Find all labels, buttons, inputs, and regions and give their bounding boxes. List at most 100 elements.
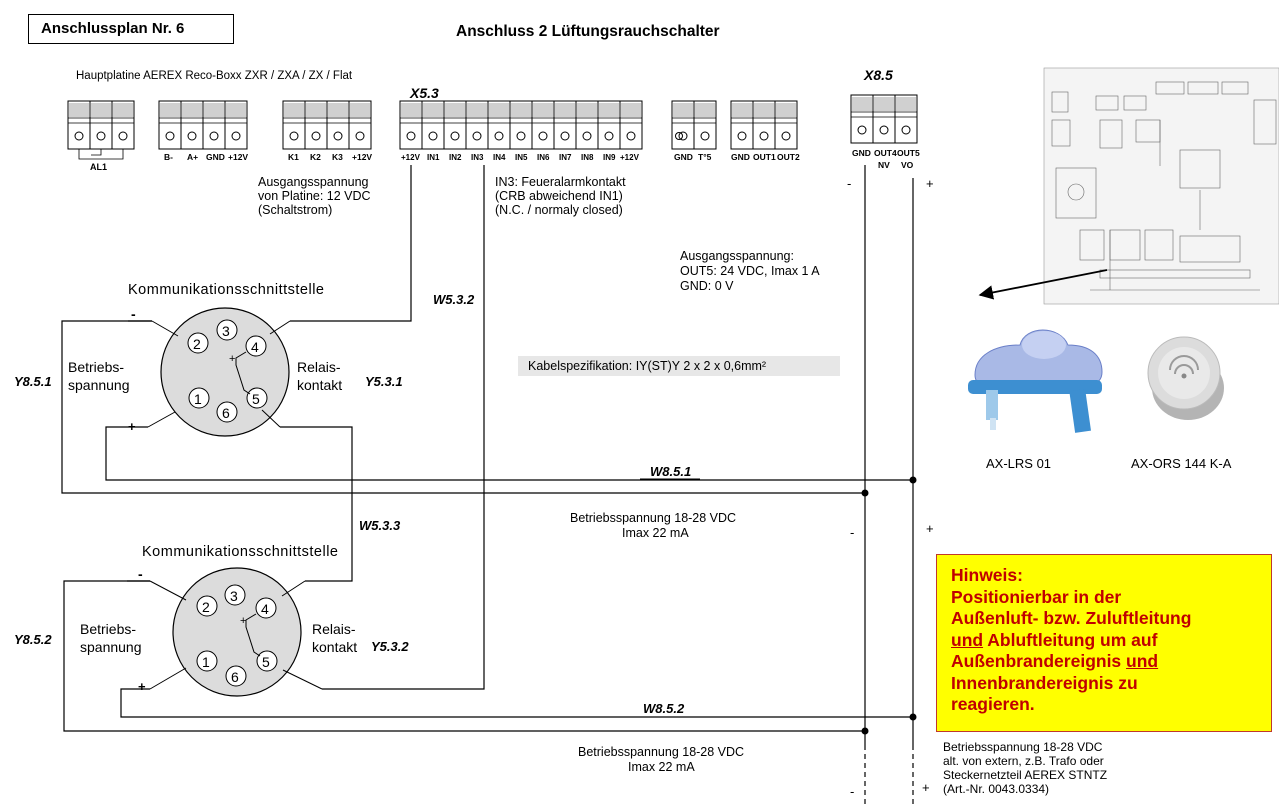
svg-text:(Art.-Nr. 0043.0334): (Art.-Nr. 0043.0334) (943, 782, 1049, 796)
plan-title: Anschlussplan Nr. 6 (28, 14, 234, 44)
terminal-block-x85: GND OUT4 OUT5 NV VO (850, 94, 920, 170)
supply-label: spannung (68, 377, 130, 393)
pin-label: 1 (194, 391, 202, 407)
relay-label: kontakt (297, 377, 342, 393)
terminal-label: IN6 (537, 153, 550, 162)
plus-sign: + (240, 615, 246, 627)
hint-line: und Abluftleitung um auf (951, 629, 1158, 650)
wire-w851: W8.5.1 (650, 464, 691, 479)
terminal-label: B- (164, 152, 173, 162)
terminal-block-x53: +12V IN1 IN2 IN3 IN4 IN5 IN6 IN7 IN8 IN9… (399, 100, 643, 162)
product-label-ors: AX-ORS 144 K-A (1131, 456, 1232, 471)
terminal-label: IN5 (515, 153, 528, 162)
hint-line: Innenbrandereignis zu (951, 672, 1138, 693)
svg-text:(N.C. / normaly closed): (N.C. / normaly closed) (495, 203, 623, 217)
hint-line: Außenluft- bzw. Zuluftleitung (951, 608, 1192, 628)
terminal-label: IN7 (559, 153, 572, 162)
terminal-label: GND (731, 152, 750, 162)
hint-line: reagieren. (951, 694, 1035, 714)
terminal-label: VO (901, 160, 914, 170)
wire-w852: W8.5.2 (643, 701, 685, 716)
terminal-label: GND (674, 152, 693, 162)
svg-text:Betriebsspannung 18-28 VDC: Betriebsspannung 18-28 VDC (578, 745, 744, 759)
x53-label: X5.3 (409, 85, 439, 101)
terminal-label: IN1 (427, 153, 440, 162)
terminal-label: IN2 (449, 153, 462, 162)
board-label: Hauptplatine AEREX Reco-Boxx ZXR / ZXA /… (76, 70, 353, 82)
label-y531: Y5.3.1 (365, 374, 403, 389)
svg-text:Ausgangsspannung:: Ausgangsspannung: (680, 249, 794, 263)
hint-line: Außenbrandereignis und (951, 651, 1159, 671)
wire-w532: W5.3.2 (433, 292, 475, 307)
minus-sign: - (131, 306, 136, 322)
pin-label: 4 (251, 339, 259, 355)
terminal-label: IN8 (581, 153, 594, 162)
supply-label-1: Betriebsspannung 18-28 VDC Imax 22 mA (570, 511, 736, 540)
plus-sign: + (229, 353, 235, 365)
terminal-label: OUT5 (897, 148, 920, 158)
pin-label: 3 (222, 323, 230, 339)
terminal-label: IN3 (471, 153, 484, 162)
supply-label: Betriebs- (68, 359, 124, 375)
svg-text:von Platine: 12 VDC: von Platine: 12 VDC (258, 189, 371, 203)
plus-sign: + (128, 419, 136, 434)
pin-label: 2 (193, 336, 201, 352)
pin-label: 5 (252, 391, 260, 407)
comm-label: Kommunikationsschnittstelle (142, 544, 338, 560)
hint-line: Positionierbar in der (951, 586, 1122, 607)
supply-label-2: Betriebsspannung 18-28 VDC Imax 22 mA (578, 745, 744, 774)
supply-label: spannung (80, 639, 142, 655)
pin-label: 6 (222, 405, 230, 421)
svg-text:alt. von extern, z.B. Trafo od: alt. von extern, z.B. Trafo oder (943, 754, 1104, 768)
terminal-block-outputs: GND OUT1 OUT2 (730, 100, 800, 162)
terminal-label: OUT1 (753, 152, 776, 162)
minus-sign: - (847, 176, 851, 191)
pin-label: 6 (231, 669, 239, 685)
terminal-label: IN9 (603, 153, 616, 162)
terminal-label: OUT2 (777, 152, 800, 162)
terminal-block-bus: B- A+ GND +12V (158, 100, 248, 162)
relay-label: Relais- (297, 359, 341, 375)
smoke-switch-2: Kommunikationsschnittstelle - 2 3 4 1 6 … (80, 544, 357, 697)
external-supply-note: Betriebsspannung 18-28 VDC alt. von exte… (943, 740, 1107, 796)
pin-label: 4 (261, 601, 269, 617)
terminal-label: +12V (401, 153, 421, 162)
x85-label: X8.5 (863, 67, 893, 83)
product-label-lrs: AX-LRS 01 (986, 456, 1051, 471)
diagram-heading: Anschluss 2 Lüftungsrauchschalter (456, 23, 720, 40)
pin-label: 1 (202, 654, 210, 670)
svg-text:IN3: Feueralarmkontakt: IN3: Feueralarmkontakt (495, 175, 626, 189)
terminal-label: IN4 (493, 153, 506, 162)
terminal-label: OUT4 (874, 148, 897, 158)
ax-ors-144-image (1147, 336, 1224, 420)
junction-dots (861, 476, 917, 735)
hint-box: Hinweis: Positionierbar in der Außenluft… (936, 554, 1272, 732)
svg-text:Ausgangsspannung: Ausgangsspannung (258, 175, 369, 189)
plus-sign: + (926, 176, 934, 191)
svg-text:Betriebsspannung 18-28 VDC: Betriebsspannung 18-28 VDC (570, 511, 736, 525)
wire-w533: W5.3.3 (359, 518, 401, 533)
label-y851: Y8.5.1 (14, 374, 52, 389)
label-y852: Y8.5.2 (14, 632, 52, 647)
pin-label: 3 (230, 588, 238, 604)
terminal-label: GND (852, 148, 871, 158)
out5-note: Ausgangsspannung: OUT5: 24 VDC, Imax 1 A… (680, 249, 820, 293)
svg-text:Imax 22 mA: Imax 22 mA (622, 526, 689, 540)
plus-sign: + (926, 521, 934, 536)
in3-note: IN3: Feueralarmkontakt (CRB abweichend I… (495, 175, 626, 217)
svg-text:(CRB abweichend IN1): (CRB abweichend IN1) (495, 189, 623, 203)
svg-text:GND: 0 V: GND: 0 V (680, 279, 734, 293)
relay-label: kontakt (312, 639, 357, 655)
terminal-block-relay: K1 K2 K3 +12V (282, 100, 372, 162)
relay-label: Relais- (312, 621, 356, 637)
svg-text:(Schaltstrom): (Schaltstrom) (258, 203, 332, 217)
svg-text:Steckernetzteil AEREX STNTZ: Steckernetzteil AEREX STNTZ (943, 768, 1107, 782)
board-overview-image (1043, 67, 1279, 305)
svg-text:Imax 22 mA: Imax 22 mA (628, 760, 695, 774)
supply-label: Betriebs- (80, 621, 136, 637)
label-y532: Y5.3.2 (371, 639, 409, 654)
minus-sign: - (138, 566, 143, 582)
hint-title: Hinweis: (951, 565, 1023, 585)
terminal-label: K3 (332, 152, 343, 162)
